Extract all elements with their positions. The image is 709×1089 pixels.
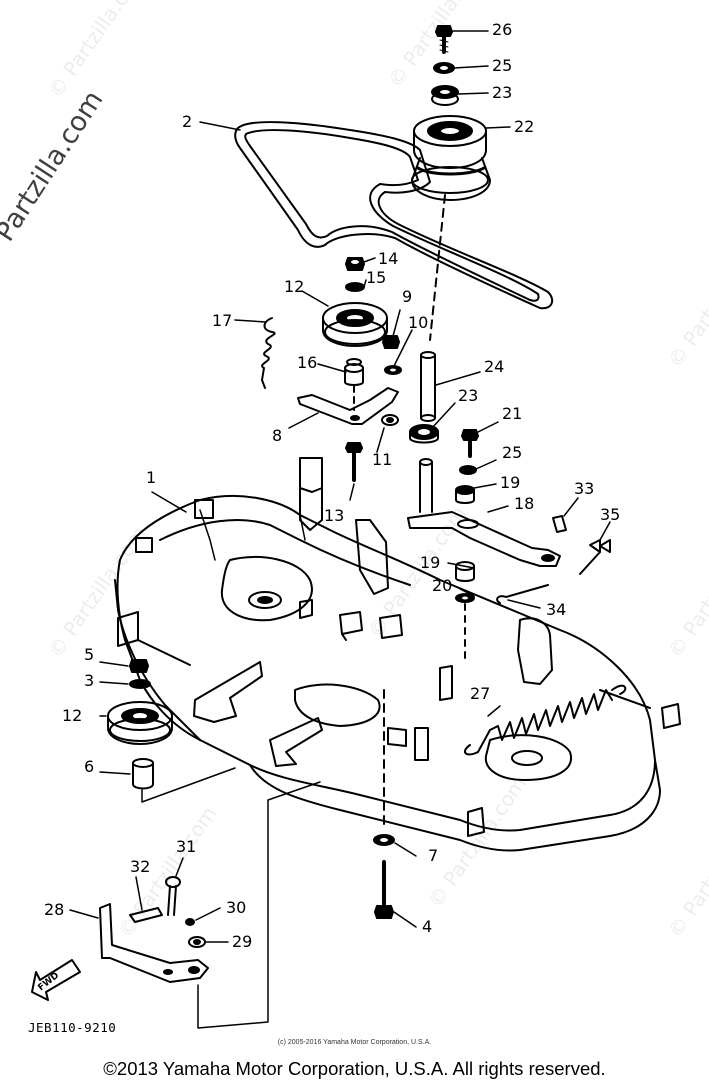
callout-label: 16 [297, 353, 318, 372]
callout-label: 23 [492, 83, 513, 102]
drawing-code: JEB110-9210 [28, 1020, 117, 1035]
callout-label: 12 [284, 277, 305, 296]
lower-bearing [409, 424, 439, 444]
callout-label: 22 [514, 117, 535, 136]
wing-nut [579, 539, 611, 575]
copyright-notice: ©2013 Yamaha Motor Corporation, U.S.A. A… [103, 1058, 606, 1079]
arm-bolt [345, 442, 363, 482]
callout-label: 30 [226, 898, 247, 917]
forward-arrow-icon [31, 959, 81, 1001]
callout-label: 9 [402, 287, 413, 306]
callout-label: 5 [84, 645, 95, 664]
callout-label: 35 [600, 505, 621, 524]
deck-tension-spring [463, 684, 627, 756]
callout-label: 23 [458, 386, 479, 405]
tension-arm [407, 458, 561, 567]
callout-label: 15 [366, 268, 387, 287]
callout-label: 33 [574, 479, 595, 498]
top-bolt [435, 25, 453, 54]
callout-label: 4 [422, 917, 433, 936]
callout-label: 19 [500, 473, 521, 492]
cotter-pin [496, 584, 549, 604]
arm-washer [381, 414, 399, 426]
right-washer-lower [455, 593, 475, 603]
left-nut [129, 659, 149, 673]
callout-label: 28 [44, 900, 65, 919]
idler-collar [344, 358, 364, 386]
idler-washer [345, 282, 365, 292]
callout-label: 21 [502, 404, 523, 423]
callout-label: 8 [272, 426, 283, 445]
lift-clip [129, 907, 163, 923]
callout-label: 25 [502, 443, 523, 462]
callout-label: 26 [492, 20, 513, 39]
callout-label: 6 [84, 757, 95, 776]
callout-label: 25 [492, 56, 513, 75]
idler-arm [297, 385, 399, 425]
callout-label: 13 [324, 506, 345, 525]
mower-deck [114, 457, 681, 852]
callout-label: 32 [130, 857, 151, 876]
arm-spacer [384, 365, 402, 375]
callout-label: 20 [432, 576, 453, 595]
callout-label: 34 [546, 600, 567, 619]
tension-spring-small [261, 317, 276, 389]
lift-washer [188, 936, 206, 948]
arm-pin [552, 515, 567, 533]
callout-label: 24 [484, 357, 505, 376]
left-collar [132, 758, 154, 790]
lift-pin [165, 876, 181, 916]
callout-label: 10 [408, 313, 429, 332]
callout-label: 18 [514, 494, 535, 513]
right-collar-lower [455, 561, 475, 582]
spindle-pulley [411, 115, 491, 201]
bottom-bolt [374, 860, 394, 919]
idler-pulley-lower [107, 701, 173, 745]
right-bolt [461, 429, 479, 458]
lift-link [99, 903, 209, 983]
callout-label: 3 [84, 671, 95, 690]
callout-label: 1 [146, 468, 157, 487]
callout-label: 14 [378, 249, 399, 268]
right-washer [459, 465, 477, 475]
callout-label: 7 [428, 846, 439, 865]
idler-nut [345, 257, 365, 271]
top-washer [433, 62, 455, 74]
lift-nut-small [185, 918, 195, 926]
arm-nut [382, 335, 400, 349]
callout-label: 27 [470, 684, 491, 703]
drive-belt [234, 121, 554, 310]
callout-label: 17 [212, 311, 233, 330]
left-washer [129, 679, 151, 689]
top-bearing [431, 85, 459, 106]
callout-label: 19 [420, 553, 441, 572]
idler-pulley-upper [322, 302, 388, 347]
callout-label: 12 [62, 706, 83, 725]
callout-leaders [69, 30, 611, 943]
fine-print: (c) 2005-2016 Yamaha Motor Corporation, … [277, 1039, 432, 1046]
callout-label: 11 [372, 450, 393, 469]
bottom-washer [373, 834, 395, 846]
callout-label: 31 [176, 837, 197, 856]
spindle-tube [420, 351, 436, 422]
right-collar-upper [455, 485, 475, 504]
callout-label: 2 [182, 112, 193, 131]
callout-label: 29 [232, 932, 253, 951]
